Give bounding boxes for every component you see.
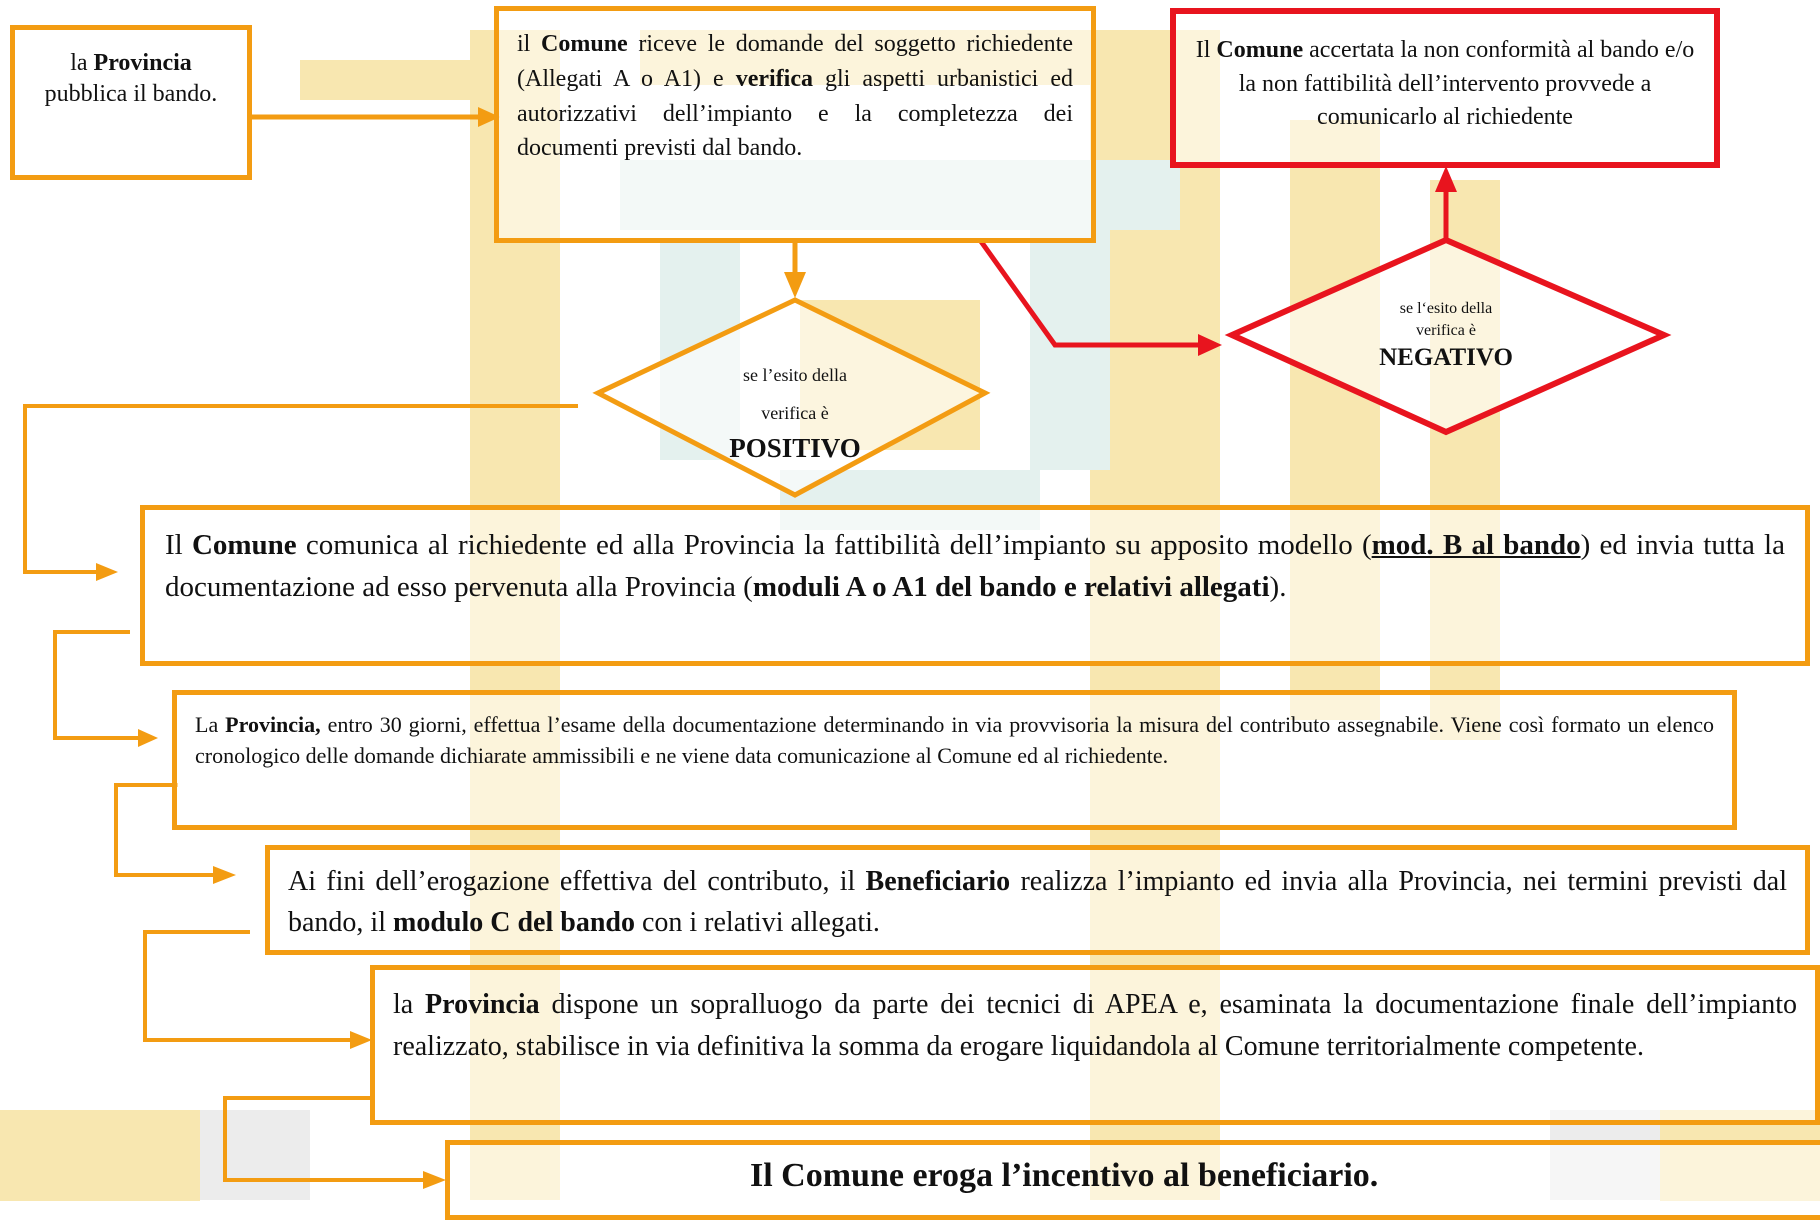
text: La (195, 712, 226, 737)
decision-negativo-diamond (1224, 236, 1672, 436)
text-bold: Provincia (93, 50, 192, 76)
text: accertata la non conformità al bando e/o… (1238, 37, 1695, 131)
decision-text: se l‘esito della (1399, 300, 1493, 317)
arrow-comune-to-negativo (977, 238, 1202, 348)
decision-outcome: NEGATIVO (1379, 344, 1513, 372)
text: la (70, 50, 94, 76)
text: Il (165, 529, 192, 561)
text: riceve le domande del soggetto richieden… (517, 31, 1073, 92)
box-sopralluogo: la Provincia dispone un sopralluogo da p… (370, 965, 1820, 1125)
text-bold: modulo C del bando (393, 906, 635, 938)
arrow-esame-to-erogazione (114, 783, 215, 877)
text: ). (1269, 571, 1287, 604)
decision-text: verifica è (1416, 321, 1476, 339)
box-esame-documentazione: La Provincia, entro 30 giorni, effettua … (172, 690, 1737, 830)
box-provincia-bando: la Provincia pubblica il bando. (10, 25, 252, 180)
text-bold: Comune (541, 31, 628, 57)
text-bold-underline: mod. B al bando (1371, 529, 1581, 561)
text-bold: Provincia, (225, 712, 321, 737)
decision-text: se l’esito della (743, 365, 847, 385)
box-comune-riceve: il Comune riceve le domande del soggetto… (494, 6, 1096, 243)
text-bold: Beneficiario (865, 866, 1011, 897)
text: ) ed invia tutta la documentazione ad es… (165, 529, 1785, 604)
arrow-comunica-to-esame (53, 630, 140, 740)
text: con i relativi allegati. (634, 906, 880, 938)
text-bold: Comune (1216, 37, 1304, 63)
text-bold: Provincia (425, 989, 540, 1020)
decision-positivo-diamond (592, 297, 991, 498)
text: Ai fini dell’erogazione effettiva del co… (288, 866, 866, 897)
decision-negativo-label: se l‘esito della verifica è NEGATIVO (1330, 298, 1562, 375)
text: dispone un sopralluogo da parte dei tecn… (393, 989, 1798, 1062)
text: il (517, 31, 542, 57)
text-bold: verifica (735, 65, 813, 92)
box-comunica-fattibilita: Il Comune comunica al richiedente ed all… (140, 505, 1810, 666)
text: gli aspetti urbanistici ed autorizzativi… (517, 65, 1073, 162)
text: pubblica il bando. (44, 81, 218, 108)
text-bold: Comune (191, 529, 297, 561)
text: Il (1195, 37, 1217, 63)
arrow-erogazione-to-sopralluogo (143, 930, 352, 1042)
text-bold: Il Comune eroga l’incentivo al beneficia… (750, 1157, 1379, 1194)
box-incentivo: Il Comune eroga l’incentivo al beneficia… (445, 1140, 1820, 1220)
text: realizza l’impianto ed invia alla Provin… (288, 866, 1787, 938)
decision-outcome: POSITIVO (729, 432, 861, 463)
decision-text: verifica è (761, 402, 829, 423)
text: entro 30 giorni, effettua l’esame della … (195, 712, 1714, 769)
text: la (393, 989, 426, 1020)
box-erogazione: Ai fini dell’erogazione effettiva del co… (265, 845, 1810, 955)
arrow-positivo-to-comunica (23, 404, 578, 574)
text-bold: moduli A o A1 del bando e relativi alleg… (752, 571, 1270, 604)
decision-positivo-label: se l’esito della verifica è POSITIVO (680, 362, 910, 470)
text: comunica al richiedente ed alla Provinci… (296, 529, 1372, 561)
box-non-conformita: Il Comune accertata la non conformità al… (1170, 8, 1720, 168)
arrow-sopralluogo-to-incentivo (223, 1096, 425, 1182)
